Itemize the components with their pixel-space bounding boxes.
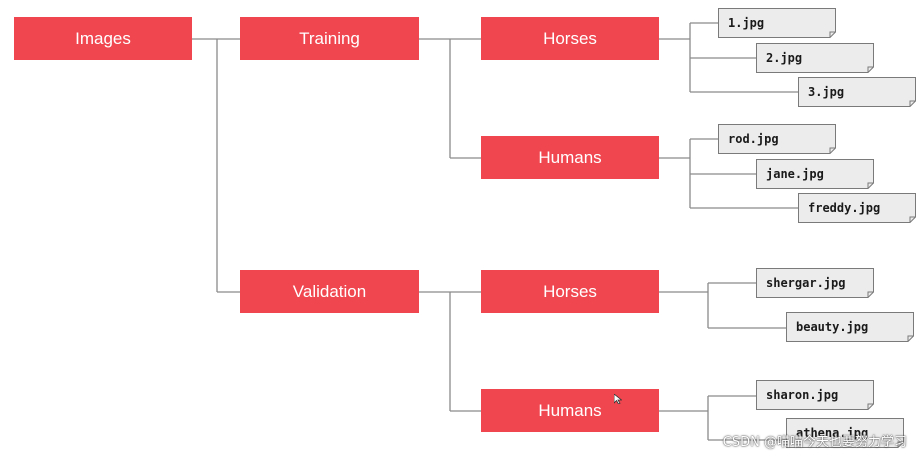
file-shape xyxy=(786,418,904,448)
node-training-horses: Horses xyxy=(481,17,659,60)
file-fold xyxy=(867,403,874,410)
file-training-humans-2: jane.jpg xyxy=(756,159,874,189)
file-shape xyxy=(756,159,874,189)
file-label: freddy.jpg xyxy=(808,201,881,215)
file-shape xyxy=(798,77,916,107)
file-fold xyxy=(909,216,916,223)
file-validation-horses-1: shergar.jpg xyxy=(756,268,874,298)
file-training-humans-1: rod.jpg xyxy=(718,124,836,154)
file-validation-humans-1: sharon.jpg xyxy=(756,380,874,410)
file-label: 2.jpg xyxy=(766,51,803,65)
file-label: rod.jpg xyxy=(728,132,779,146)
file-label: 3.jpg xyxy=(808,85,845,99)
file-shape xyxy=(786,312,914,342)
file-fold xyxy=(867,182,874,189)
file-shape xyxy=(756,268,874,298)
watermark: CSDN @喵喵今天也要努力学习 xyxy=(722,435,907,450)
node-validation-horses: Horses xyxy=(481,270,659,313)
file-training-horses-2: 2.jpg xyxy=(756,43,874,73)
file-shape xyxy=(756,380,874,410)
file-shape xyxy=(756,43,874,73)
node-training: Training xyxy=(240,17,419,60)
file-label: beauty.jpg xyxy=(796,320,869,334)
file-training-horses-1: 1.jpg xyxy=(718,8,836,38)
file-fold xyxy=(897,441,904,448)
file-shape xyxy=(718,124,836,154)
file-validation-horses-2: beauty.jpg xyxy=(786,312,914,342)
file-label: shergar.jpg xyxy=(766,276,846,290)
node-validation: Validation xyxy=(240,270,419,313)
file-training-humans-3: freddy.jpg xyxy=(798,193,916,223)
node-training-humans: Humans xyxy=(481,136,659,179)
file-fold xyxy=(867,66,874,73)
file-shape xyxy=(718,8,836,38)
file-label: athena.jpg xyxy=(796,426,869,440)
node-validation-humans: Humans xyxy=(481,389,659,432)
file-shape xyxy=(798,193,916,223)
file-label: sharon.jpg xyxy=(766,388,839,402)
node-images: Images xyxy=(14,17,192,60)
file-fold xyxy=(829,31,836,38)
file-fold xyxy=(909,100,916,107)
file-label: 1.jpg xyxy=(728,16,765,30)
file-fold xyxy=(867,291,874,298)
mouse-cursor-icon xyxy=(614,394,622,404)
file-training-horses-3: 3.jpg xyxy=(798,77,916,107)
file-validation-humans-2: athena.jpg xyxy=(786,418,904,448)
file-label: jane.jpg xyxy=(766,167,824,181)
file-fold xyxy=(829,147,836,154)
file-fold xyxy=(907,335,914,342)
